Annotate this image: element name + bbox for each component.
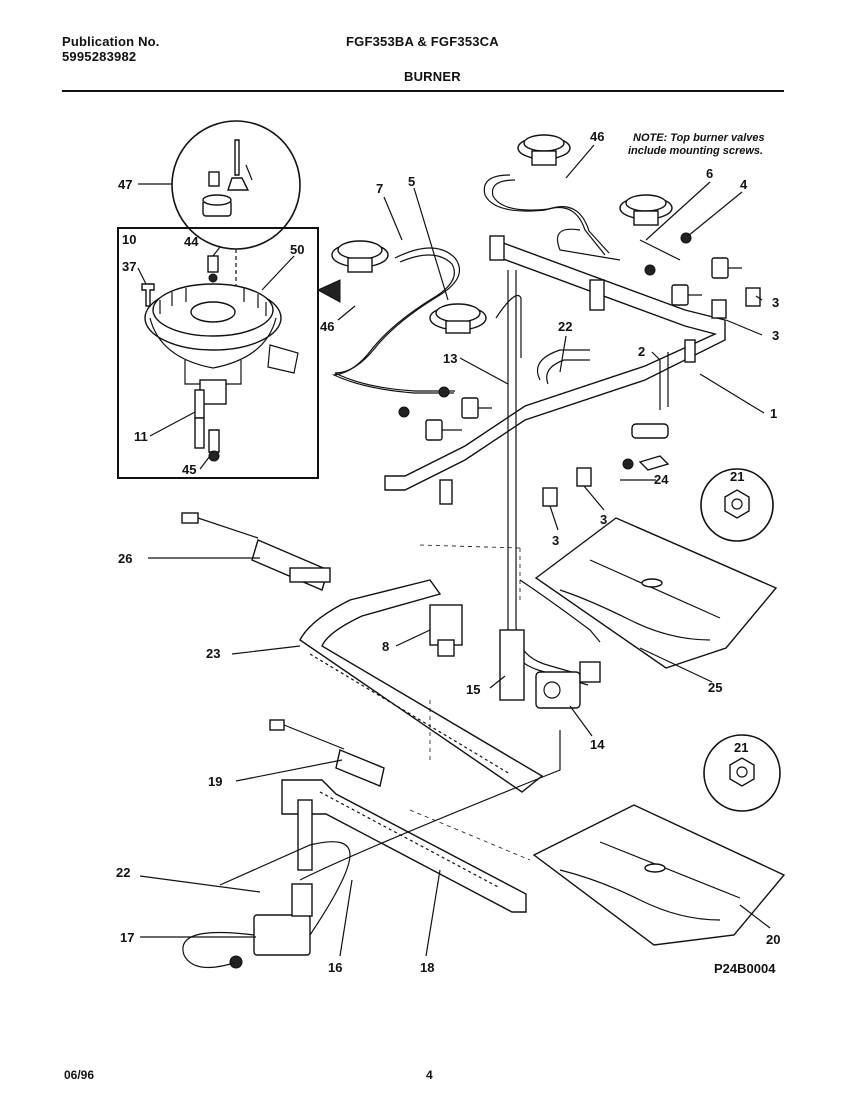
bake-burner-tube: [299, 579, 544, 793]
burner-inset-detail: [117, 120, 319, 479]
note-line-2: include mounting screws.: [628, 145, 763, 157]
callout-6: 6: [706, 166, 713, 181]
note-line-1: NOTE: Top burner valves: [633, 132, 765, 144]
burner-valves: [398, 232, 742, 441]
footer-date: 06/96: [64, 1068, 95, 1082]
callout-1: 1: [770, 406, 777, 421]
publication-label: Publication No.: [62, 34, 160, 49]
callout-46-top: 46: [590, 129, 604, 144]
oven-burner: [534, 517, 778, 669]
valve-brackets: [542, 287, 761, 507]
callout-4: 4: [740, 177, 748, 192]
callout-13: 13: [443, 351, 457, 366]
drawing-code: P24B0004: [714, 961, 776, 976]
callout-10: 10: [122, 232, 136, 247]
callout-50: 50: [290, 242, 304, 257]
safety-valve: [429, 604, 463, 657]
callout-19: 19: [208, 774, 222, 789]
callout-23: 23: [206, 646, 220, 661]
callout-leaders: [137, 144, 771, 957]
callout-14: 14: [590, 737, 605, 752]
burner-gas-tubes: [331, 174, 681, 394]
alignment-guides: [409, 544, 531, 861]
orifice-fitting: [622, 423, 670, 471]
surface-burner-front-left: [429, 303, 487, 334]
inset-pointer-arrow: [316, 279, 341, 303]
broil-ignitor: [269, 719, 385, 787]
callout-3-center: 3: [600, 512, 607, 527]
model-numbers: FGF353BA & FGF353CA: [346, 34, 499, 49]
callout-37: 37: [122, 259, 136, 274]
callout-22-bottom: 22: [116, 865, 130, 880]
callout-45: 45: [182, 462, 196, 477]
footer-page-number: 4: [426, 1068, 433, 1082]
surface-burner-front-right: [619, 194, 673, 226]
nut-detail-bottom: [703, 734, 781, 812]
callout-21-bottom: 21: [734, 740, 748, 755]
callout-3-right-upper: 3: [772, 295, 779, 310]
nut-detail-top: [700, 468, 774, 542]
callout-21-top: 21: [730, 469, 744, 484]
gas-manifold: [384, 235, 726, 505]
callout-18: 18: [420, 960, 434, 975]
callout-5: 5: [408, 174, 415, 189]
callout-7: 7: [376, 181, 383, 196]
callout-25: 25: [708, 680, 722, 695]
callout-22-top: 22: [558, 319, 572, 334]
callout-3-left: 3: [552, 533, 559, 548]
publication-number: 5995283982: [62, 49, 137, 64]
callout-2: 2: [638, 344, 645, 359]
header-rule: [62, 90, 784, 92]
broil-burner: [532, 804, 786, 946]
callout-47: 47: [118, 177, 132, 192]
callout-26: 26: [118, 551, 132, 566]
broil-burner-tube: [281, 779, 527, 913]
callout-24: 24: [654, 472, 669, 487]
surface-burner-rear-left: [331, 240, 389, 273]
callout-3-right-lower: 3: [772, 328, 779, 343]
callout-16: 16: [328, 960, 342, 975]
callout-labels: 47 10 44 37 50 11 45 7 5 46 46 6 4 3 3 3…: [116, 129, 780, 975]
oven-ignitor: [181, 512, 331, 591]
callout-44: 44: [184, 234, 199, 249]
callout-20: 20: [766, 932, 780, 947]
surface-burner-rear-right: [517, 134, 571, 166]
pressure-regulator: [499, 629, 601, 709]
callout-15: 15: [466, 682, 480, 697]
section-title: BURNER: [404, 69, 461, 84]
broil-valve: [182, 730, 561, 969]
callout-17: 17: [120, 930, 134, 945]
callout-8: 8: [382, 639, 389, 654]
callout-46-left: 46: [320, 319, 334, 334]
callout-11: 11: [134, 429, 148, 444]
